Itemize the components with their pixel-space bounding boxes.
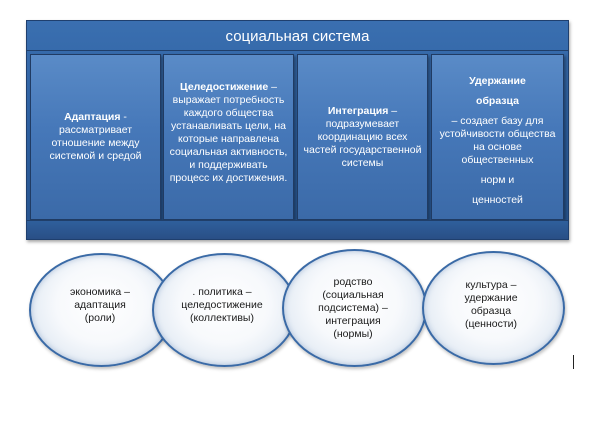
box-integration: Интеграция – подразумевает координацию в… <box>297 54 428 220</box>
oval-economy-label: экономика – адаптация (роли) <box>69 286 131 324</box>
box-pattern-maintenance-line-values: ценностей <box>472 194 523 206</box>
box-pattern-maintenance-heading-line1: Удержание <box>469 75 526 87</box>
social-system-frame: социальная система Адаптация - рассматри… <box>26 20 569 240</box>
box-adaptation: Адаптация - рассматривает отношение межд… <box>30 54 161 220</box>
diagram-title: социальная система <box>27 23 568 51</box>
box-goal-attainment-text: Целедостижение – выражает потребность ка… <box>169 81 288 185</box>
box-goal-attainment: Целедостижение – выражает потребность ка… <box>163 54 294 220</box>
box-adaptation-text: Адаптация - рассматривает отношение межд… <box>36 111 155 163</box>
box-pattern-maintenance: Удержание образца – создает базу для уст… <box>431 54 564 220</box>
box-adaptation-heading: Адаптация <box>64 111 121 123</box>
text-cursor <box>573 355 574 369</box>
box-goal-attainment-description: – выражает потребность каждого общества … <box>169 81 288 184</box>
box-integration-heading: Интеграция <box>327 104 389 117</box>
box-pattern-maintenance-description: – создает базу для устойчивости общества… <box>439 115 556 166</box>
oval-politics-label: . политика – целедостижение (коллективы) <box>181 286 263 324</box>
box-pattern-maintenance-line-norms: норм и <box>480 174 515 186</box>
box-integration-text: Интеграция – подразумевает координацию в… <box>303 105 422 170</box>
box-integration-description: – подразумевает координацию всех частей … <box>303 104 422 169</box>
box-adaptation-description: - рассматривает отношение между системой… <box>49 111 142 162</box>
oval-culture <box>422 251 565 365</box>
oval-kinship-label: родство (социальная подсистема) – интегр… <box>318 276 388 340</box>
oval-economy <box>29 253 174 367</box>
box-goal-attainment-heading: Целедостижение <box>180 81 269 93</box>
frame-footer-bar <box>27 220 568 239</box>
box-pattern-maintenance-heading-line2: образца <box>476 95 519 107</box>
oval-culture-label: культура – удержание образца (ценности) <box>464 279 518 330</box>
